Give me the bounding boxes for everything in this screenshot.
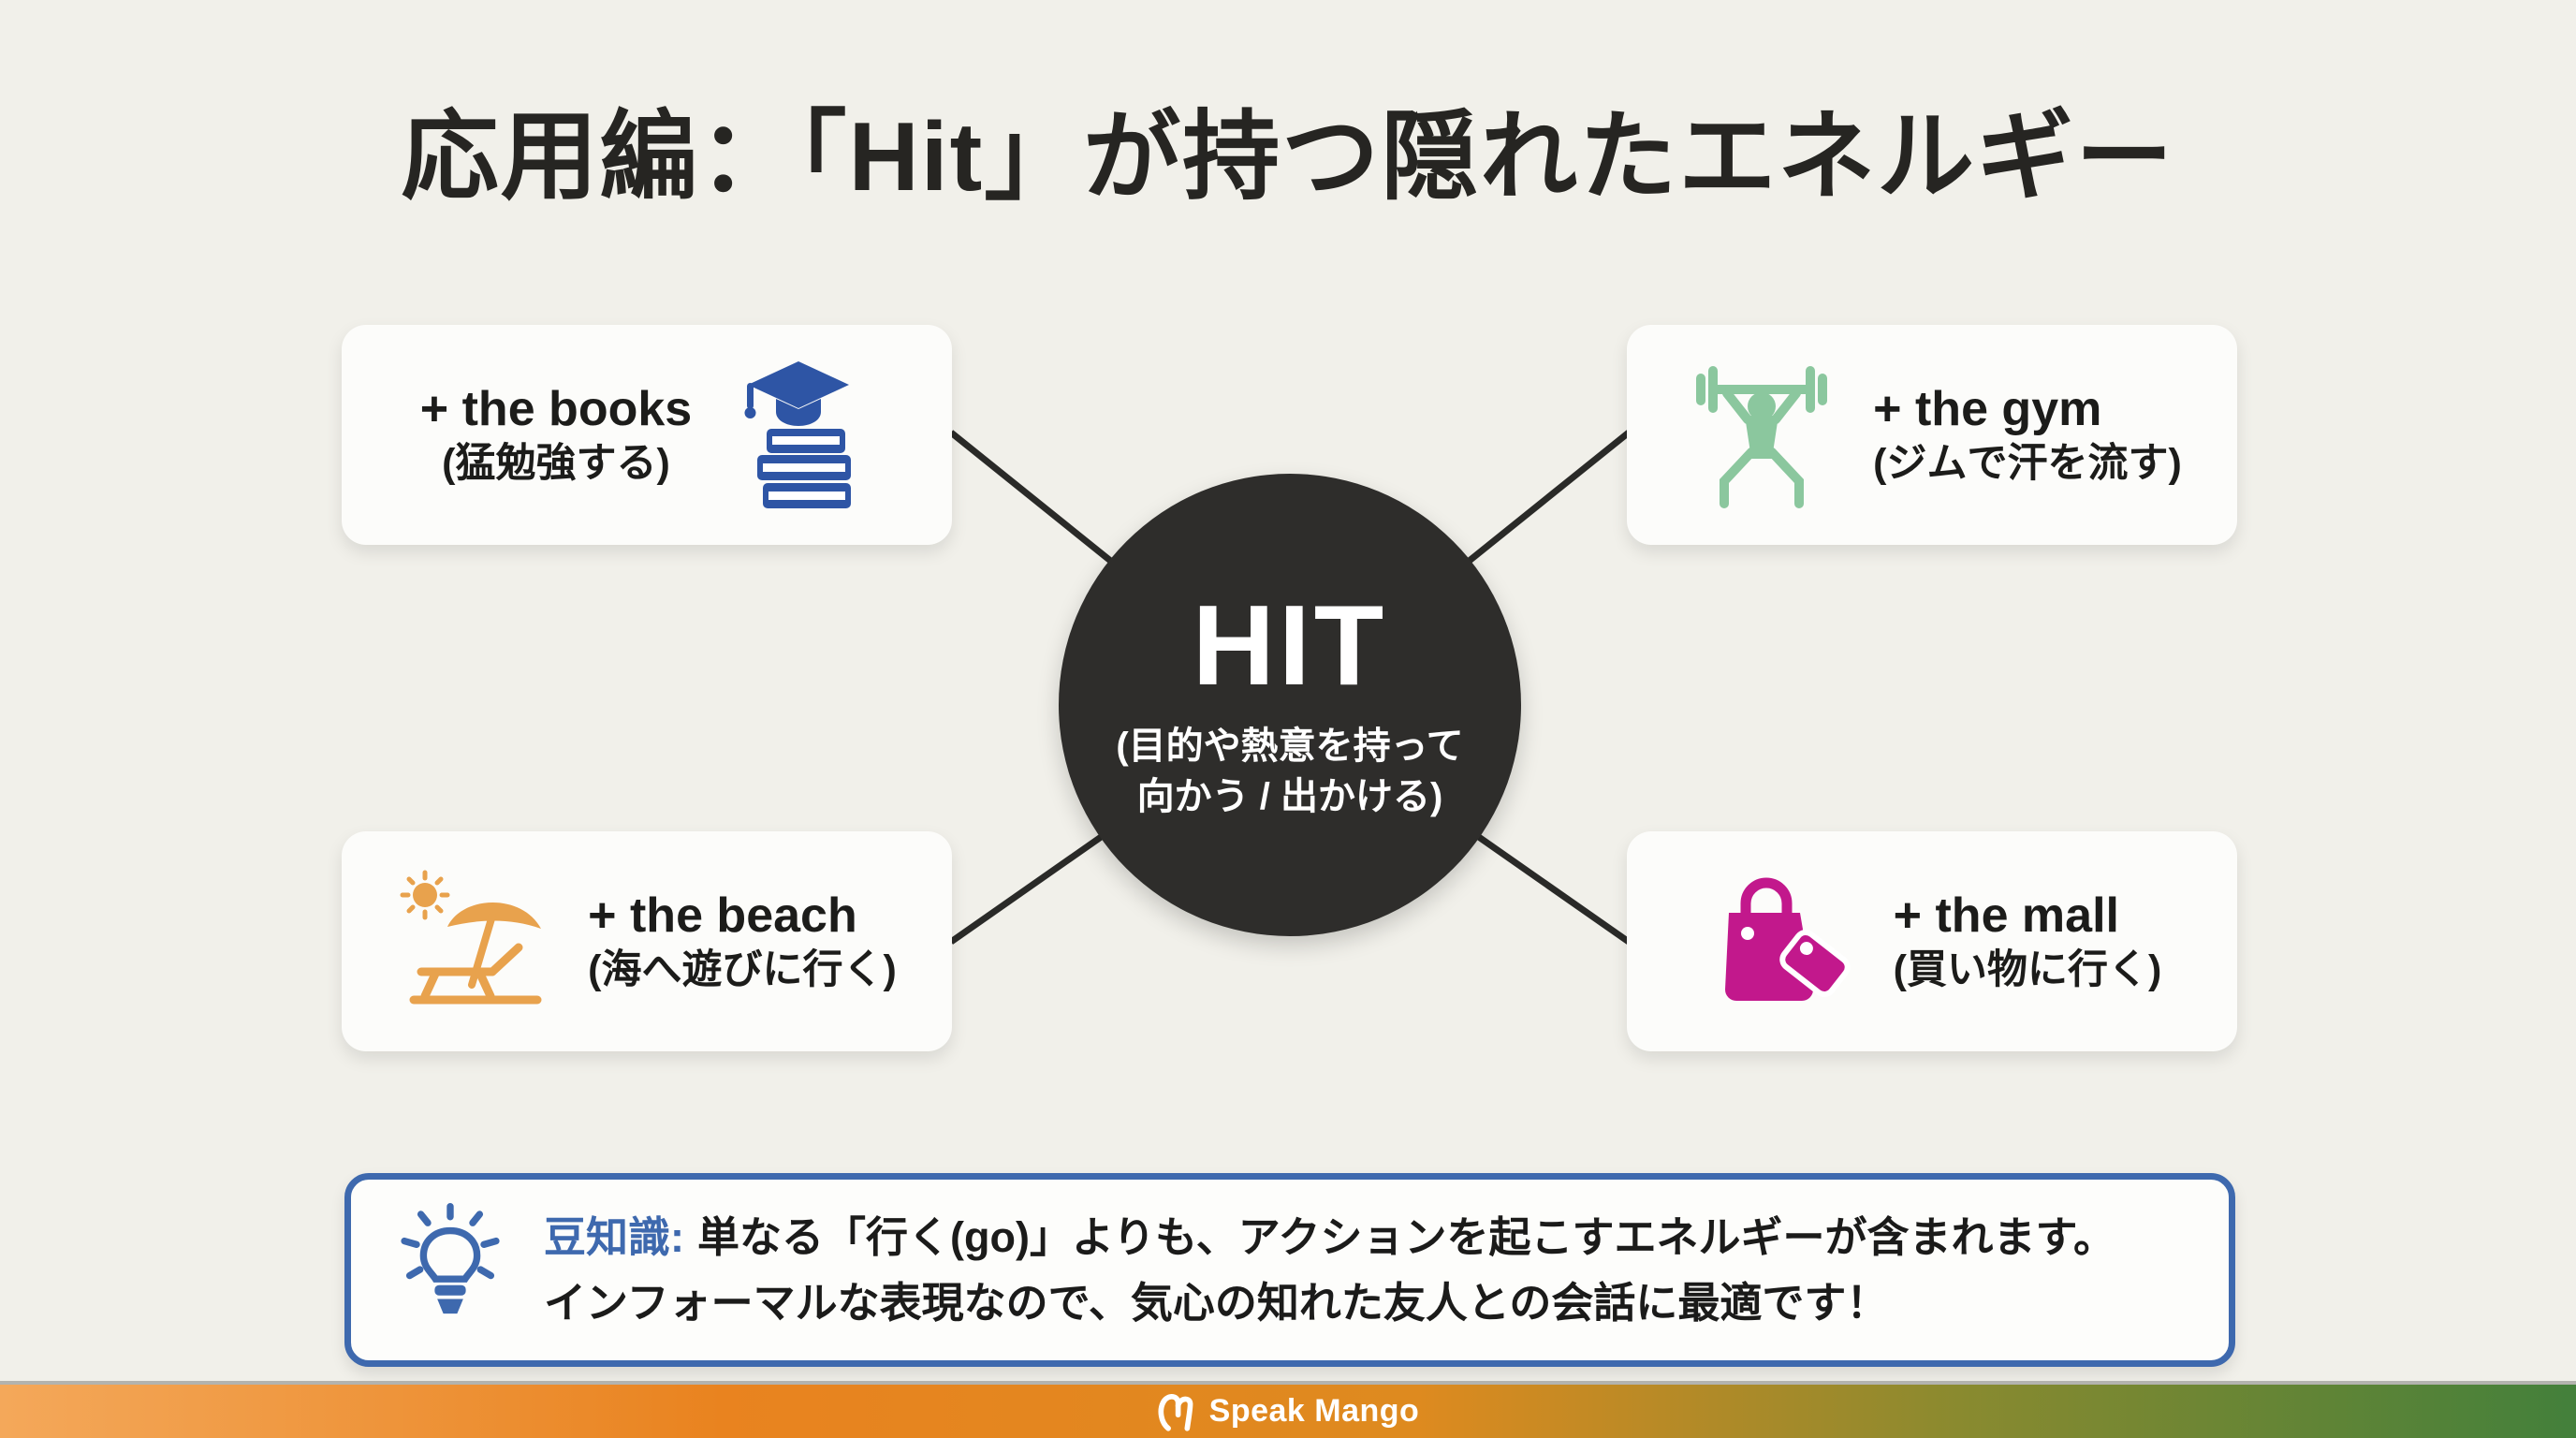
card-phrase: + the gym (1873, 382, 2102, 437)
page-title: 応用編：「Hit」が持つ隠れたエネルギー (401, 103, 2175, 212)
hit-meaning-line2: 向かう / 出かける) (1136, 776, 1443, 817)
hit-word: HIT (1192, 581, 1388, 709)
card-phrase: + the mall (1893, 888, 2119, 944)
card-meaning: (猛勉強する) (442, 440, 670, 486)
card-meaning: (ジムで汗を流す) (1873, 440, 2182, 486)
card-meaning: (買い物に行く) (1893, 946, 2162, 992)
card-the-mall: + the mall (買い物に行く) (1627, 831, 2237, 1051)
tip-text: 豆知識: 単なる「行く(go)」よりも、アクションを起こすエネルギーが含まれます。… (544, 1205, 2115, 1336)
card-the-books: + the books (猛勉強する) (342, 325, 952, 545)
card-phrase: + the beach (588, 888, 857, 944)
weightlifter-icon (1682, 356, 1841, 515)
card-phrase: + the books (419, 382, 693, 437)
beach-umbrella-icon (397, 867, 556, 1017)
graduation-books-icon (724, 356, 873, 515)
tip-label: 豆知識: (544, 1212, 684, 1261)
card-the-gym: + the gym (ジムで汗を流す) (1627, 325, 2237, 545)
brand-name: Speak Mango (1208, 1393, 1420, 1429)
card-the-beach: + the beach (海へ遊びに行く) (342, 831, 952, 1051)
shopping-bag-tag-icon (1703, 862, 1862, 1021)
hit-meaning: (目的や熱意を持って 向かう / 出かける) (1116, 721, 1463, 822)
hit-meaning-line1: (目的や熱意を持って (1116, 726, 1464, 767)
tip-line-1: 単なる「行く(go)」よりも、アクションを起こすエネルギーが含まれます。 (697, 1212, 2116, 1261)
hit-center-node: HIT (目的や熱意を持って 向かう / 出かける) (1059, 474, 1521, 936)
speak-mango-logo-icon (1157, 1390, 1196, 1433)
tip-box: 豆知識: 単なる「行く(go)」よりも、アクションを起こすエネルギーが含まれます。… (344, 1173, 2235, 1367)
card-meaning: (海へ遊びに行く) (588, 946, 897, 992)
tip-line-2: インフォーマルな表現なので、気心の知れた友人との会話に最適です！ (544, 1278, 1889, 1327)
lightbulb-icon (394, 1200, 506, 1341)
footer-bar: Speak Mango (0, 1381, 2576, 1438)
